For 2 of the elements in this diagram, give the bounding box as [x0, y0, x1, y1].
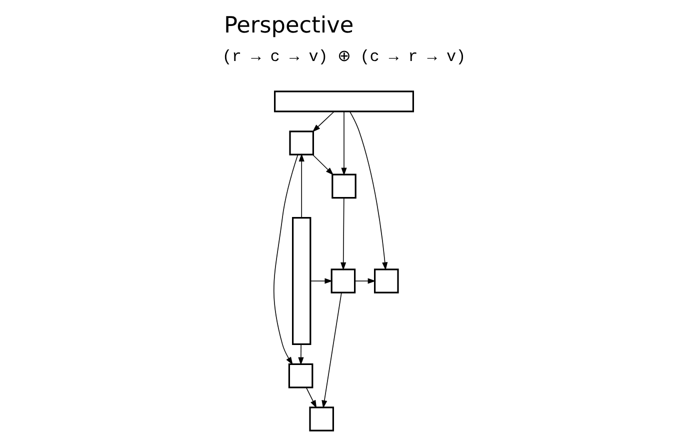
- diagram-title: Perspective: [224, 12, 354, 39]
- label: (r → c → v) ⊕ (c → r → v): [222, 48, 466, 66]
